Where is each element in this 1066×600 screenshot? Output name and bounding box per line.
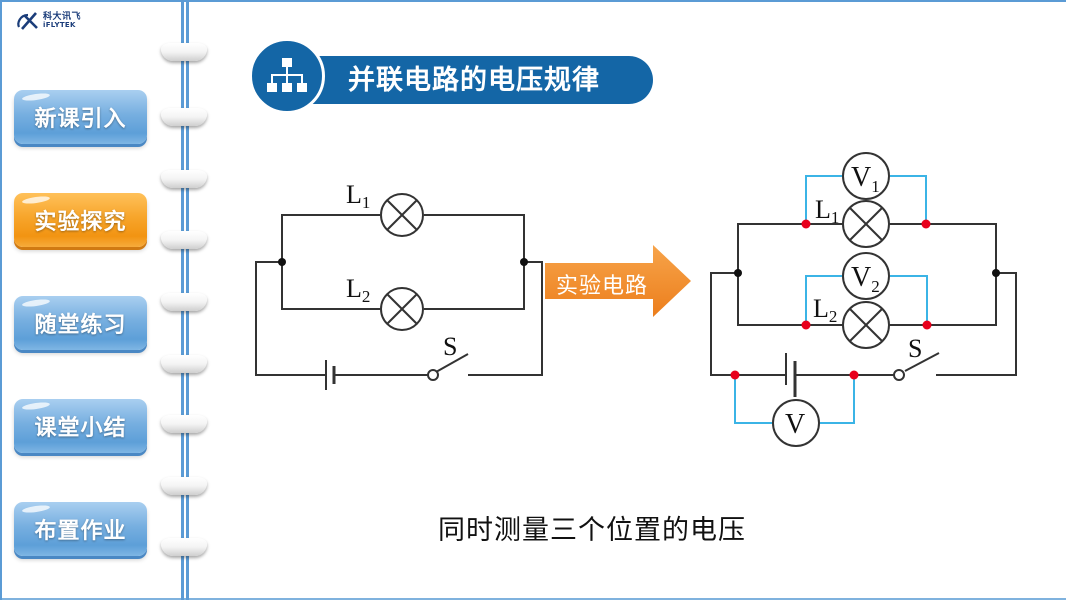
page-title: 并联电路的电压规律 — [348, 65, 600, 96]
circuit-diagram-measurement: V1 L1 V2 L2 S V — [710, 152, 1017, 447]
binder-ring — [161, 43, 207, 61]
wire — [255, 261, 326, 376]
wire — [888, 273, 997, 326]
switch-lever — [435, 353, 469, 373]
switch-lever — [904, 352, 940, 372]
wire — [710, 272, 786, 376]
junction-node — [278, 258, 286, 266]
binder-ring — [161, 415, 207, 433]
sidebar-item-practice[interactable]: 随堂练习 — [14, 296, 147, 350]
title-icon-badge — [249, 38, 325, 114]
lamp-l2-icon — [380, 287, 424, 331]
lamp2-label: L2 — [346, 274, 370, 306]
probe-point — [921, 219, 931, 229]
page-frame-bottom — [0, 598, 1066, 600]
meter-wire — [805, 275, 842, 325]
page-frame-left — [0, 0, 2, 600]
binder-ring — [161, 538, 207, 556]
binder-ring — [161, 170, 207, 188]
switch-pivot — [427, 369, 439, 381]
binder-ring — [161, 355, 207, 373]
voltmeter-total-label: V — [785, 409, 805, 440]
junction-node — [520, 258, 528, 266]
caption-text: 同时测量三个位置的电压 — [438, 515, 746, 546]
binder-ring — [161, 293, 207, 311]
junction-node — [734, 269, 742, 277]
iflytek-logo-icon — [17, 12, 38, 30]
sidebar-item-homework[interactable]: 布置作业 — [14, 502, 147, 556]
page-frame-top — [0, 0, 1066, 2]
meter-wire — [890, 275, 928, 325]
voltmeter-v1-label: V1 — [851, 162, 880, 196]
circuit-diagram-simple: L1 L2 S — [255, 180, 543, 390]
hierarchy-diagram-icon — [267, 58, 307, 92]
wire — [281, 214, 380, 262]
sidebar-item-summary[interactable]: 课堂小结 — [14, 399, 147, 453]
probe-point — [801, 320, 811, 330]
lamp1-label: L1 — [815, 195, 839, 227]
voltmeter-v2-label: V2 — [851, 262, 880, 296]
probe-point — [922, 320, 932, 330]
voltmeter-v1-icon — [842, 152, 890, 200]
sidebar-item-intro[interactable]: 新课引入 — [14, 90, 147, 144]
meter-wire — [820, 375, 855, 424]
wire — [888, 223, 997, 273]
voltmeter-v2-icon — [842, 252, 890, 300]
logo-en-text: iFLYTEK — [43, 21, 76, 29]
binder-ring — [161, 477, 207, 495]
sidebar-item-experiment[interactable]: 实验探究 — [14, 193, 147, 247]
voltmeter-total-icon — [772, 399, 820, 447]
lamp-l1-icon — [380, 193, 424, 237]
junction-node — [992, 269, 1000, 277]
arrow-shape — [545, 245, 691, 317]
wire — [424, 214, 525, 262]
meter-wire — [890, 175, 927, 224]
meter-wire — [805, 175, 842, 224]
title-banner — [296, 56, 653, 104]
wire — [281, 262, 380, 310]
binder-ring — [161, 108, 207, 126]
wire — [737, 223, 844, 273]
probe-point — [801, 219, 811, 229]
probe-point — [730, 370, 740, 380]
switch-pivot — [893, 369, 905, 381]
probe-point — [849, 370, 859, 380]
wire — [468, 261, 543, 376]
lamp1-label: L1 — [346, 180, 370, 212]
switch-label: S — [908, 334, 922, 363]
wire — [936, 272, 1017, 376]
arrow-label: 实验电路 — [556, 274, 649, 299]
lamp-l2-icon — [842, 301, 890, 349]
lamp2-label: L2 — [813, 294, 837, 326]
switch-label: S — [443, 332, 457, 361]
logo-cn-text: 科大讯飞 — [43, 12, 82, 22]
brand-logo: 科大讯飞 iFLYTEK — [16, 11, 81, 31]
meter-wire — [734, 375, 772, 424]
binder-ring — [161, 231, 207, 249]
wire — [424, 262, 525, 310]
lamp-l1-icon — [842, 200, 890, 248]
